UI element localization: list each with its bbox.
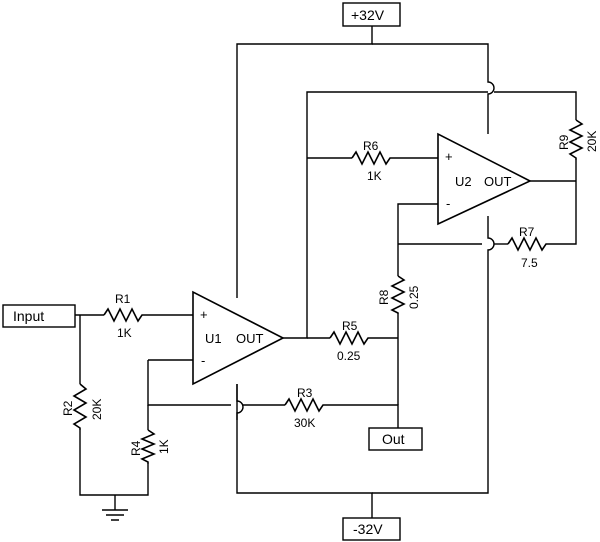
u2-plus-pin: +	[445, 149, 453, 164]
r4-ref-label: R4	[129, 440, 143, 456]
r9-value-label: 20K	[585, 131, 599, 152]
r5-value-label: 0.25	[337, 349, 361, 363]
resistor-r6	[351, 150, 394, 166]
resistor-r5	[329, 330, 372, 346]
ground-symbol	[102, 509, 128, 521]
r2-ref-label: R2	[61, 400, 75, 416]
u1-minus-pin: -	[201, 353, 205, 368]
supply-rails	[236, 26, 495, 518]
r9-ref-label: R9	[557, 134, 571, 150]
r6-value-label: 1K	[367, 169, 382, 183]
resistor-r2	[72, 383, 88, 430]
r7-ref-label: R7	[519, 225, 535, 239]
positive-supply-label: +32V	[351, 7, 385, 23]
opamp-u1	[192, 290, 285, 386]
r1-value-label: 1K	[117, 326, 132, 340]
opamp-u2	[437, 132, 532, 226]
r8-value-label: 0.25	[407, 285, 421, 309]
u2-out-label: OUT	[484, 174, 512, 189]
negative-supply-box	[342, 517, 401, 541]
resistor-r3	[284, 397, 327, 413]
u1-out-label: OUT	[236, 331, 264, 346]
r3-value-label: 30K	[294, 416, 315, 430]
negative-supply-label: -32V	[353, 521, 383, 537]
r1-ref-label: R1	[115, 292, 131, 306]
resistor-r8	[390, 275, 406, 314]
r8-ref-label: R8	[377, 289, 391, 305]
resistor-r4	[139, 429, 157, 464]
input-network	[75, 314, 399, 510]
output-terminal-box	[368, 427, 423, 451]
resistor-r9	[568, 119, 584, 160]
u2-ref-label: U2	[455, 174, 472, 189]
u1-output-network	[283, 91, 577, 339]
resistor-r1	[103, 307, 146, 323]
r7-value-label: 7.5	[521, 256, 538, 270]
r2-value-label: 20K	[90, 399, 104, 420]
r6-ref-label: R6	[363, 139, 379, 153]
r3-ref-label: R3	[297, 386, 313, 400]
r4-value-label: 1K	[157, 439, 171, 454]
input-terminal-box	[2, 304, 76, 328]
u2-minus-pin: -	[446, 196, 450, 211]
u1-ref-label: U1	[205, 331, 222, 346]
positive-supply-box	[342, 2, 401, 27]
output-terminal-label: Out	[382, 431, 405, 447]
input-terminal-label: Input	[13, 308, 44, 324]
r5-ref-label: R5	[342, 319, 358, 333]
u2-network	[397, 160, 577, 405]
resistor-r7	[507, 236, 550, 252]
u1-plus-pin: +	[200, 307, 208, 322]
